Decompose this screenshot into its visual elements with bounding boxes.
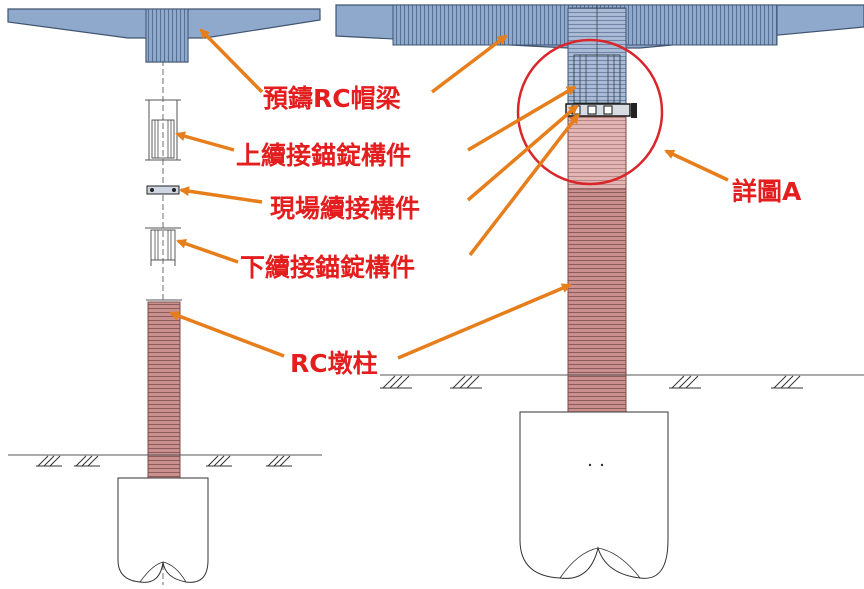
arrow-cap-beam-right [430, 34, 508, 94]
right-elevation [335, 4, 864, 579]
arrow-upper-anchor-left [175, 131, 235, 152]
label-lower-splice-anchor: 下續接錨錠構件 [240, 253, 415, 282]
right-ground-hatch [380, 375, 803, 389]
right-foundation [519, 411, 669, 579]
arrow-detail-a [664, 149, 729, 182]
detail-a-circle [516, 38, 664, 186]
arrow-pier-left [169, 311, 285, 358]
arrow-pier-right [397, 283, 572, 360]
arrow-cap-beam-left [199, 28, 264, 94]
right-lower-splice-anchor [567, 116, 627, 190]
right-rc-pier-column [567, 188, 627, 413]
arrow-lower-anchor-left [176, 238, 239, 264]
left-upper-splice-anchor [145, 99, 181, 161]
arrow-upper-anchor-right [467, 85, 577, 152]
right-upper-splice-anchor [573, 54, 621, 104]
arrow-field-splice-left [179, 186, 263, 204]
left-ground-hatch [36, 455, 292, 467]
left-lower-splice-anchor [145, 227, 181, 266]
left-rc-pier-column [147, 301, 181, 481]
label-precast-cap-beam: 預鑄RC帽梁 [263, 84, 401, 113]
arrow-lower-anchor-right [468, 113, 580, 257]
label-detail-a: 詳圖A [732, 177, 802, 206]
label-field-splice: 現場續接構件 [270, 194, 420, 223]
label-upper-splice-anchor: 上續接錨錠構件 [236, 141, 411, 170]
label-rc-pier-column: RC墩柱 [290, 349, 378, 378]
left-field-splice [146, 185, 180, 195]
arrow-field-splice-right [466, 104, 579, 202]
callout-arrows [169, 28, 729, 360]
left-elevation [7, 8, 322, 585]
